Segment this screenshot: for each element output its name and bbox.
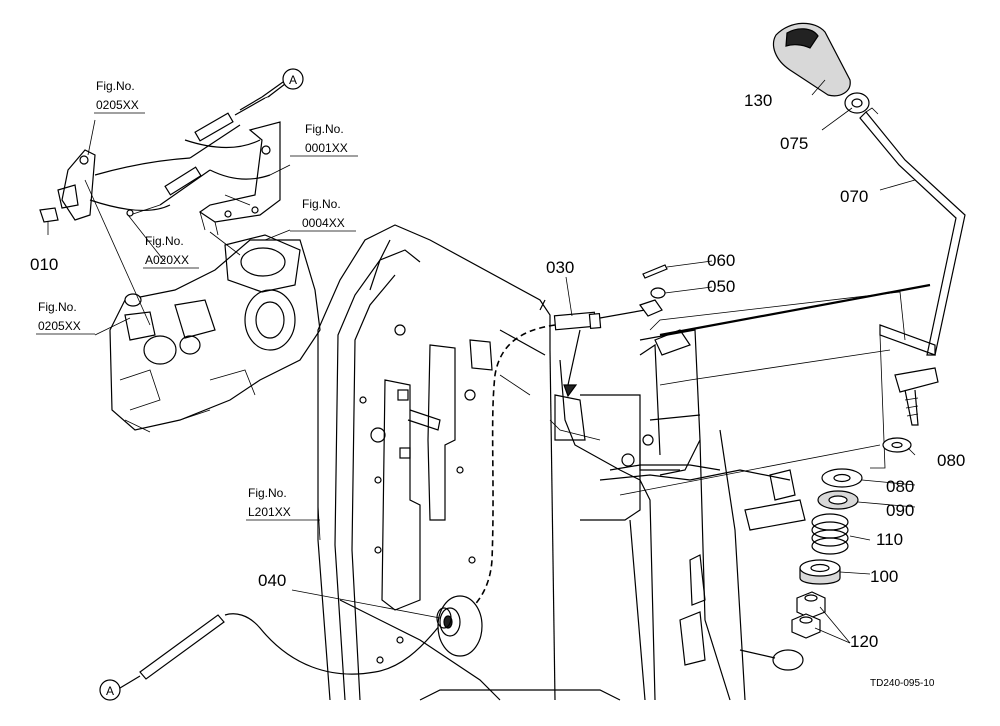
part-label-100: 100 (870, 567, 898, 586)
part-label-040: 040 (258, 571, 286, 590)
part-label-030: 030 (546, 258, 574, 277)
leader-lines (291, 79, 916, 644)
svg-text:0205XX: 0205XX (38, 319, 81, 333)
fig-ref-0205xx-top: Fig.No. 0205XX (94, 79, 145, 114)
fig-ref-a020xx: Fig.No. A020XX (143, 234, 199, 269)
part-label-090: 090 (886, 501, 914, 520)
cable-drawing (119, 283, 931, 689)
part-label-050: 050 (707, 277, 735, 296)
part-label-080-upper: 080 (937, 451, 965, 470)
svg-text:Fig.No.: Fig.No. (305, 122, 344, 136)
svg-text:Fig.No.: Fig.No. (302, 197, 341, 211)
svg-text:Fig.No.: Fig.No. (145, 234, 184, 248)
figure-code: TD240-095-10 (870, 678, 935, 689)
part-label-080-lower: 080 (886, 477, 914, 496)
svg-text:A: A (289, 73, 297, 87)
svg-text:A: A (106, 684, 114, 698)
svg-text:Fig.No.: Fig.No. (248, 486, 287, 500)
svg-text:L201XX: L201XX (248, 505, 291, 519)
part-label-060: 060 (707, 251, 735, 270)
svg-text:0004XX: 0004XX (302, 216, 345, 230)
fig-ref-l201xx: Fig.No. L201XX (246, 486, 320, 521)
callout-a-bottom: A (99, 679, 121, 701)
svg-text:Fig.No.: Fig.No. (38, 300, 77, 314)
part-label-075: 075 (780, 134, 808, 153)
svg-text:0001XX: 0001XX (305, 141, 348, 155)
callout-a-top: A (267, 68, 304, 98)
part-label-120: 120 (850, 632, 878, 651)
part-label-110: 110 (876, 530, 903, 549)
svg-text:A020XX: A020XX (145, 253, 189, 267)
fig-ref-0001xx: Fig.No. 0001XX (290, 122, 358, 157)
transmission-housing-drawing (39, 81, 321, 433)
part-label-070: 070 (840, 187, 868, 206)
lever-parts-drawing (436, 22, 966, 657)
svg-text:0205XX: 0205XX (96, 98, 139, 112)
part-label-130: 130 (744, 91, 772, 110)
fig-ref-0205xx-bottom: Fig.No. 0205XX (36, 300, 95, 335)
frame-plate-drawing (317, 224, 906, 701)
svg-text:Fig.No.: Fig.No. (96, 79, 135, 93)
fig-ref-0004xx: Fig.No. 0004XX (290, 197, 356, 232)
part-label-010: 010 (30, 255, 58, 274)
